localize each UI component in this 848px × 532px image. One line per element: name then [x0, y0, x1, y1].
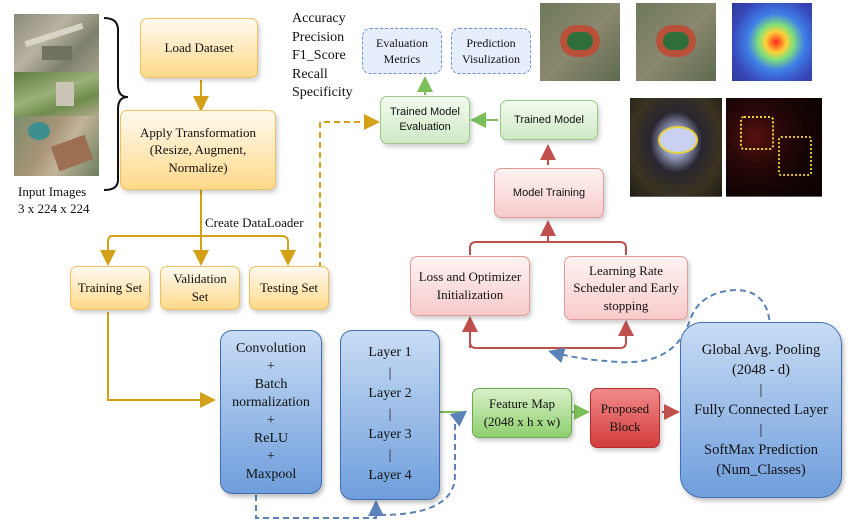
trained-model-label: Trained Model [514, 113, 584, 126]
metric-accuracy: Accuracy [292, 11, 346, 26]
apply-transformation-line3: Normalize) [168, 159, 228, 175]
apply-transformation-line1: Apply Transformation [140, 124, 256, 140]
conv-line-batch: Batch [254, 377, 288, 392]
validation-set-box: Validation Set [160, 266, 240, 310]
training-set-label: Training Set [77, 280, 143, 296]
head-sep-2: | [759, 422, 763, 438]
create-dataloader-label: Create DataLoader [205, 215, 304, 230]
layer-1: Layer 1 [368, 345, 412, 361]
load-dataset-label: Load Dataset [164, 40, 234, 56]
metric-specificity: Specificity [292, 85, 353, 100]
lr-scheduler-line3: stopping [603, 297, 649, 313]
layer-sep-3: | [388, 447, 392, 463]
metric-precision: Precision [292, 29, 345, 45]
loss-optimizer-line2: Initialization [436, 287, 504, 302]
prediction-image-stadium-2 [636, 3, 716, 81]
head-num-classes: (Num_Classes) [716, 462, 806, 478]
lr-scheduler-box: Learning Rate Scheduler and Early stoppi… [564, 256, 688, 320]
conv-block-box: Convolution + Batch normalization + ReLU… [220, 330, 322, 494]
metric-f1-score: F1_Score [292, 48, 346, 63]
layer-3: Layer 3 [368, 427, 412, 443]
trained-model-eval-line1: Trained Model [390, 106, 460, 119]
proposed-block-line2: Block [609, 419, 641, 434]
prediction-viz-line2: Visulization [462, 52, 520, 66]
evaluation-metrics-line2: Metrics [383, 52, 421, 66]
layer-4: Layer 4 [368, 468, 412, 484]
prediction-heatmap [732, 3, 812, 81]
model-training-label: Model Training [512, 186, 586, 199]
evaluation-metrics-box: Evaluation Metrics [362, 28, 442, 74]
input-caption-line1: Input Images [18, 184, 87, 199]
load-dataset-box: Load Dataset [140, 18, 258, 78]
apply-transformation-box: Apply Transformation (Resize, Augment, N… [120, 110, 276, 190]
conv-line-plus-2: + [267, 413, 275, 428]
apply-transformation-line2: (Resize, Augment, [149, 142, 247, 158]
head-gap-dim: (2048 - d) [732, 362, 790, 378]
head-fc: Fully Connected Layer [694, 402, 828, 418]
feature-map-box: Feature Map (2048 x h x w) [472, 388, 572, 438]
trained-model-eval-box: Trained Model Evaluation [380, 96, 470, 144]
input-caption-line2: 3 x 224 x 224 [18, 201, 90, 216]
head-gap: Global Avg. Pooling [701, 342, 821, 358]
feature-map-line2: (2048 x h x w) [483, 414, 561, 429]
feature-map-line1: Feature Map [488, 396, 556, 412]
classification-head-box: Global Avg. Pooling (2048 - d) | Fully C… [680, 322, 842, 498]
conv-line-plus-1: + [267, 359, 275, 374]
head-softmax: SoftMax Prediction [704, 442, 818, 458]
lr-scheduler-line2: Scheduler and Early [573, 280, 679, 296]
metrics-list: Accuracy Precision F1_Score Recall Speci… [292, 10, 353, 103]
proposed-block-box: Proposed Block [590, 388, 660, 448]
layer-sep-1: | [388, 365, 392, 381]
head-sep-1: | [759, 382, 763, 398]
trained-model-eval-line2: Evaluation [399, 121, 451, 133]
model-training-box: Model Training [494, 168, 604, 218]
metric-recall: Recall [292, 66, 328, 82]
conv-line-relu: ReLU [253, 431, 289, 446]
lr-scheduler-line1: Learning Rate [589, 262, 663, 278]
conv-line-maxpool: Maxpool [245, 467, 297, 482]
loss-optimizer-box: Loss and Optimizer Initialization [410, 256, 530, 316]
feature-viz-panel-2 [722, 96, 826, 206]
loss-optimizer-line1: Loss and Optimizer [418, 269, 522, 285]
input-image-airport [14, 14, 99, 72]
training-set-box: Training Set [70, 266, 150, 310]
validation-set-line1: Validation [173, 271, 227, 287]
layer-2: Layer 2 [368, 386, 412, 402]
conv-line-convolution: Convolution [235, 341, 306, 356]
conv-line-normalization: normalization [232, 395, 310, 410]
trained-model-box: Trained Model [500, 100, 598, 140]
evaluation-metrics-line1: Evaluation [376, 35, 428, 50]
testing-set-box: Testing Set [249, 266, 329, 310]
input-image-building [14, 116, 99, 176]
input-image-greenery [14, 72, 99, 116]
conv-line-plus-3: + [267, 449, 275, 464]
prediction-viz-line1: Prediction [466, 35, 516, 50]
prediction-image-stadium-1 [540, 3, 620, 81]
validation-set-line2: Set [191, 289, 209, 304]
testing-set-label: Testing Set [260, 280, 318, 296]
prediction-viz-box: Prediction Visulization [451, 28, 531, 74]
layers-box: Layer 1 | Layer 2 | Layer 3 | Layer 4 [340, 330, 440, 500]
layer-sep-2: | [388, 406, 392, 422]
proposed-block-line1: Proposed [600, 401, 650, 417]
feature-viz-panel-1 [618, 96, 722, 206]
